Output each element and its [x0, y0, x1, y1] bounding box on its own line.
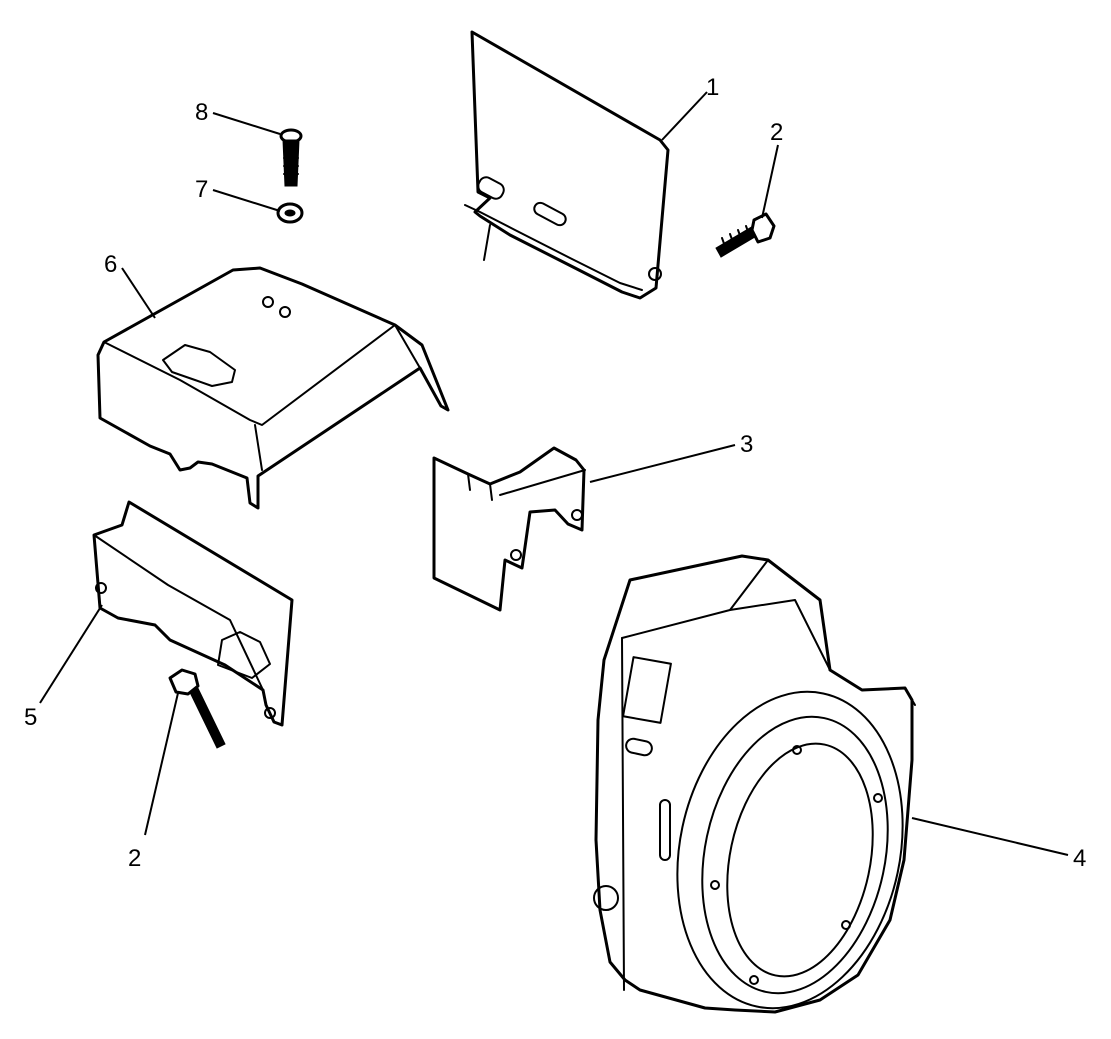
callout-8: 8 [195, 99, 208, 126]
callout-3: 3 [740, 431, 753, 458]
leader-4 [911, 817, 1069, 856]
leader-1 [661, 91, 708, 141]
leader-7 [212, 189, 281, 212]
callout-6: 6 [104, 251, 117, 278]
part-2-screw-upper [715, 212, 776, 258]
part-7-washer [276, 202, 304, 224]
callout-1: 1 [706, 74, 719, 101]
leader-5 [39, 604, 103, 704]
part-4-blower-housing [593, 554, 916, 1014]
callout-2-lower: 2 [128, 845, 141, 872]
leader-2-lower [144, 692, 179, 836]
leader-lines [39, 91, 1069, 856]
part-5-side-baffle [92, 500, 294, 727]
leader-2-upper [761, 144, 779, 219]
callout-5: 5 [24, 704, 37, 731]
part-2-screw-lower [168, 668, 226, 749]
part-6-top-shroud [96, 266, 450, 510]
leader-6 [121, 267, 156, 319]
leader-8 [212, 112, 281, 135]
leader-3 [589, 444, 736, 483]
callout-labels: 1 2 2 3 4 5 6 7 8 [24, 74, 1086, 872]
callout-2-upper: 2 [770, 119, 783, 146]
part-8-screw [279, 128, 303, 187]
part-3-bracket [432, 446, 586, 612]
callout-4: 4 [1073, 845, 1086, 872]
part-1-baffle-plate [464, 30, 670, 300]
callout-7: 7 [195, 176, 208, 203]
